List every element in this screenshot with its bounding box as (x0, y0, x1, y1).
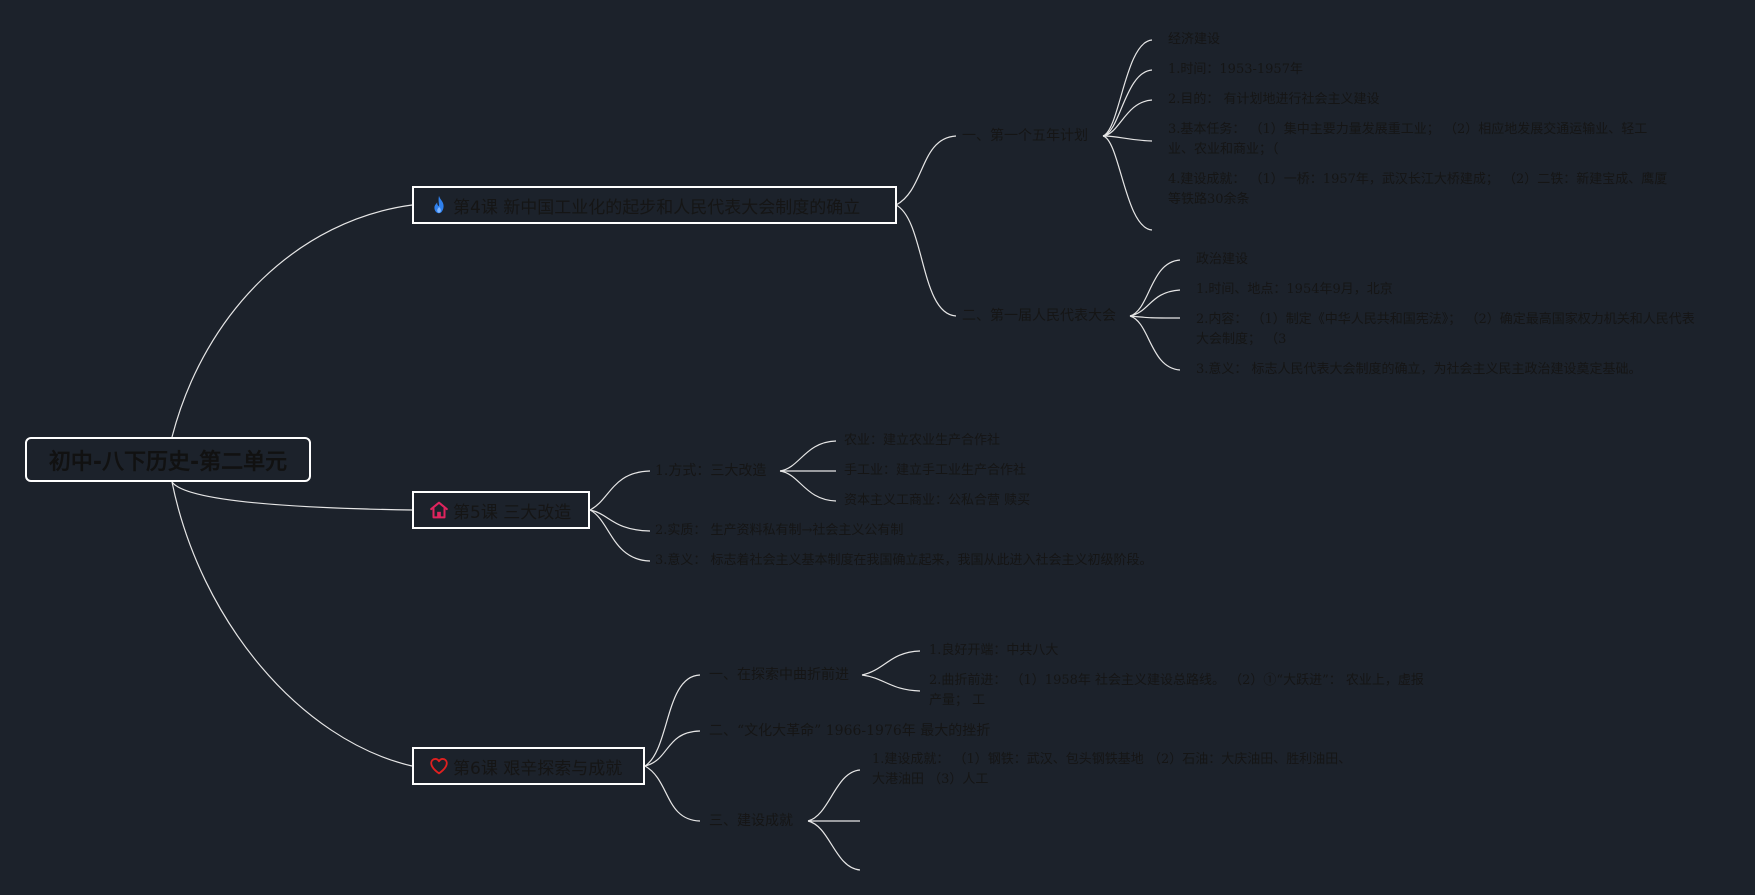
essence-node[interactable]: 2.实质： 生产资料私有制→社会主义公有制 (655, 523, 904, 538)
link-congress-2 (1129, 289, 1181, 317)
culture-node[interactable]: 二、“文化大革命” 1966-1976年 最大的挫折 (709, 722, 990, 740)
link-plan-1 (1102, 39, 1153, 137)
lesson5-label: 第5课 三大改造 (453, 502, 572, 523)
lesson5-node[interactable]: 第5课 三大改造 (412, 491, 590, 529)
link-lesson5-meaning (589, 509, 651, 562)
plan-item-3[interactable]: 2.目的： 有计划地进行社会主义建设 (1168, 92, 1380, 107)
link-root-lesson6 (171, 481, 413, 767)
link-lesson6-culture (644, 730, 701, 767)
link-lesson4-congress (895, 204, 957, 317)
congress-item-4[interactable]: 3.意义： 标志人民代表大会制度的确立，为社会主义民主政治建设奠定基础。 (1196, 362, 1642, 377)
explore-item-2[interactable]: 2.曲折前进： （1）1958年 社会主义建设总路线。 （2）①“大跃进”： 农… (929, 673, 1424, 708)
meaning-node[interactable]: 3.意义： 标志着社会主义基本制度在我国确立起来，我国从此进入社会主义初级阶段。 (655, 553, 1153, 568)
link-congress-1 (1129, 259, 1181, 317)
link-method-1 (779, 440, 837, 472)
method-label: 1.方式：三大改造 (655, 463, 767, 479)
link-achieve-1 (807, 769, 861, 822)
method-node[interactable]: 1.方式：三大改造 (655, 462, 766, 480)
link-plan-2 (1102, 69, 1153, 137)
link-lesson6-explore (644, 674, 701, 767)
congress-label: 二、第一届人民代表大会 (962, 308, 1116, 324)
heart-icon (428, 755, 450, 777)
culture-label: 二、“文化大革命” 1966-1976年 最大的挫折 (709, 723, 991, 739)
lesson4-node[interactable]: 第4课 新中国工业化的起步和人民代表大会制度的确立 (412, 186, 897, 224)
link-plan-4 (1102, 135, 1153, 142)
plan-item-1[interactable]: 经济建设 (1168, 32, 1221, 47)
link-explore-1 (861, 650, 921, 676)
link-root-lesson4 (171, 204, 413, 438)
flame-icon (428, 194, 450, 216)
link-lesson6-achieve (644, 765, 701, 822)
method-item-3[interactable]: 资本主义工商业：公私合营 赎买 (844, 493, 1031, 508)
root-node[interactable]: 初中-八下历史-第二单元 (25, 437, 311, 482)
plan-item-4[interactable]: 3.基本任务： （1）集中主要力量发展重工业； （2）相应地发展交通运输业、轻工… (1168, 122, 1648, 157)
congress-item-3[interactable]: 2.内容： （1）制定《中华人民共和国宪法》； （2）确定最高国家权力机关和人民… (1196, 312, 1695, 347)
explore-node[interactable]: 一、在探索中曲折前进 (709, 666, 849, 684)
achieve-node[interactable]: 三、建设成就 (709, 812, 793, 830)
method-item-2[interactable]: 手工业：建立手工业生产合作社 (844, 463, 1027, 478)
lesson4-label: 第4课 新中国工业化的起步和人民代表大会制度的确立 (453, 197, 861, 218)
lesson6-node[interactable]: 第6课 艰辛探索与成就 (412, 747, 645, 785)
method-item-1[interactable]: 农业：建立农业生产合作社 (844, 433, 1001, 448)
link-achieve-3 (807, 820, 861, 871)
root-label: 初中-八下历史-第二单元 (48, 449, 288, 475)
explore-item-1[interactable]: 1.良好开端：中共八大 (929, 643, 1059, 658)
congress-node[interactable]: 二、第一届人民代表大会 (962, 307, 1116, 325)
lesson6-label: 第6课 艰辛探索与成就 (453, 758, 623, 779)
plan-item-5[interactable]: 4.建设成就： （1）一桥：1957年，武汉长江大桥建成； （2）二铁：新建宝成… (1168, 172, 1668, 207)
link-explore-2 (861, 674, 921, 692)
plan-item-2[interactable]: 1.时间：1953-1957年 (1168, 62, 1303, 77)
link-plan-5 (1102, 135, 1153, 231)
link-congress-4 (1129, 315, 1181, 371)
link-lesson5-essence (589, 509, 651, 532)
link-lesson5-method (589, 470, 651, 511)
plan-label: 一、第一个五年计划 (962, 128, 1088, 144)
link-root-lesson5 (171, 481, 413, 511)
explore-label: 一、在探索中曲折前进 (709, 667, 849, 683)
achieve-label: 三、建设成就 (709, 813, 793, 829)
achieve-item-1[interactable]: 1.建设成就： （1）钢铁：武汉、包头钢铁基地 （2）石油：大庆油田、胜利油田、… (872, 752, 1352, 787)
congress-item-1[interactable]: 政治建设 (1196, 252, 1249, 267)
link-plan-3 (1102, 99, 1153, 137)
link-lesson4-plan (895, 135, 957, 206)
home-icon (428, 499, 450, 521)
plan-node[interactable]: 一、第一个五年计划 (962, 127, 1088, 145)
congress-item-2[interactable]: 1.时间、地点：1954年9月，北京 (1196, 282, 1393, 297)
link-congress-3 (1129, 315, 1181, 319)
link-method-3 (779, 470, 837, 502)
